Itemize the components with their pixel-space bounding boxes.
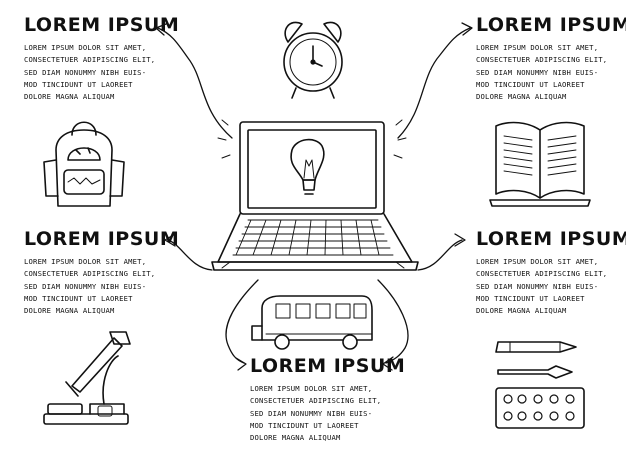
open-book-icon bbox=[489, 121, 591, 207]
body-line: MOD TINCIDUNT UT LAOREET bbox=[24, 293, 133, 303]
body-line: DOLORE MAGNA ALIQUAM bbox=[24, 92, 115, 102]
body-line: DOLORE MAGNA ALIQUAM bbox=[250, 433, 341, 443]
body-line: MOD TINCIDUNT UT LAOREET bbox=[476, 293, 585, 303]
arrow-to-top-left bbox=[157, 27, 233, 139]
block-title: LOREM IPSUM bbox=[476, 228, 626, 250]
laptop-lightbulb-icon bbox=[211, 119, 419, 271]
info-block-top-left: LOREM IPSUM LOREM IPSUM DOLOR SIT AMET, … bbox=[24, 14, 179, 103]
arrowhead-top-left bbox=[155, 23, 167, 36]
block-body: LOREM IPSUM DOLOR SIT AMET, CONSECTETUER… bbox=[24, 256, 179, 317]
body-line: CONSECTETUER ADIPISCING ELIT, bbox=[24, 269, 156, 279]
block-title: LOREM IPSUM bbox=[476, 14, 626, 36]
alarm-clock-icon bbox=[283, 21, 343, 99]
info-block-bottom-center: LOREM IPSUM LOREM IPSUM DOLOR SIT AMET, … bbox=[250, 355, 405, 444]
body-line: CONSECTETUER ADIPISCING ELIT, bbox=[24, 55, 156, 65]
backpack-icon bbox=[43, 121, 125, 207]
block-body: LOREM IPSUM DOLOR SIT AMET, CONSECTETUER… bbox=[476, 42, 626, 103]
arrow-to-mid-left bbox=[167, 239, 213, 271]
body-line: SED DIAM NONUMMY NIBH EUIS- bbox=[476, 67, 599, 77]
body-line: CONSECTETUER ADIPISCING ELIT, bbox=[250, 396, 382, 406]
body-line: MOD TINCIDUNT UT LAOREET bbox=[250, 420, 359, 430]
body-line: DOLORE MAGNA ALIQUAM bbox=[24, 306, 115, 316]
body-line: LOREM IPSUM DOLOR SIT AMET, bbox=[24, 257, 147, 266]
body-line: MOD TINCIDUNT UT LAOREET bbox=[476, 79, 585, 89]
arrowhead-mid-right bbox=[454, 233, 466, 247]
info-block-mid-right: LOREM IPSUM LOREM IPSUM DOLOR SIT AMET, … bbox=[476, 228, 626, 317]
body-line: LOREM IPSUM DOLOR SIT AMET, bbox=[476, 43, 599, 52]
info-block-top-right: LOREM IPSUM LOREM IPSUM DOLOR SIT AMET, … bbox=[476, 14, 626, 103]
body-line: LOREM IPSUM DOLOR SIT AMET, bbox=[24, 43, 147, 52]
body-line: DOLORE MAGNA ALIQUAM bbox=[476, 306, 567, 316]
body-line: MOD TINCIDUNT UT LAOREET bbox=[24, 79, 133, 89]
arrowhead-bottom-right bbox=[382, 356, 394, 371]
arrowhead-top-right bbox=[461, 22, 473, 36]
info-block-mid-left: LOREM IPSUM LOREM IPSUM DOLOR SIT AMET, … bbox=[24, 228, 179, 317]
block-body: LOREM IPSUM DOLOR SIT AMET, CONSECTETUER… bbox=[24, 42, 179, 103]
body-line: SED DIAM NONUMMY NIBH EUIS- bbox=[24, 67, 147, 77]
pencil-icon bbox=[495, 341, 577, 353]
body-line: CONSECTETUER ADIPISCING ELIT, bbox=[476, 269, 608, 279]
paintbrush-icon bbox=[497, 365, 573, 379]
arrow-to-bottom-right bbox=[377, 279, 409, 364]
block-title: LOREM IPSUM bbox=[250, 355, 406, 377]
body-line: SED DIAM NONUMMY NIBH EUIS- bbox=[24, 281, 147, 291]
arrow-to-mid-right bbox=[417, 239, 463, 271]
arrowhead-mid-left bbox=[164, 233, 176, 247]
block-title: LOREM IPSUM bbox=[24, 228, 180, 250]
block-body: LOREM IPSUM DOLOR SIT AMET, CONSECTETUER… bbox=[250, 383, 405, 444]
connector-arrows bbox=[155, 22, 473, 371]
microscope-icon bbox=[43, 331, 131, 425]
arrow-to-top-right bbox=[397, 27, 471, 139]
body-line: LOREM IPSUM DOLOR SIT AMET, bbox=[476, 257, 599, 266]
arrow-to-bottom-left bbox=[225, 279, 259, 364]
block-title: LOREM IPSUM bbox=[24, 14, 180, 36]
watercolor-palette-icon bbox=[495, 387, 585, 429]
block-body: LOREM IPSUM DOLOR SIT AMET, CONSECTETUER… bbox=[476, 256, 626, 317]
body-line: SED DIAM NONUMMY NIBH EUIS- bbox=[250, 408, 373, 418]
body-line: DOLORE MAGNA ALIQUAM bbox=[476, 92, 567, 102]
arrowhead-bottom-left bbox=[235, 357, 247, 371]
school-bus-icon bbox=[251, 295, 373, 350]
body-line: CONSECTETUER ADIPISCING ELIT, bbox=[476, 55, 608, 65]
paint-supplies-icon bbox=[495, 341, 585, 429]
body-line: SED DIAM NONUMMY NIBH EUIS- bbox=[476, 281, 599, 291]
body-line: LOREM IPSUM DOLOR SIT AMET, bbox=[250, 384, 373, 393]
